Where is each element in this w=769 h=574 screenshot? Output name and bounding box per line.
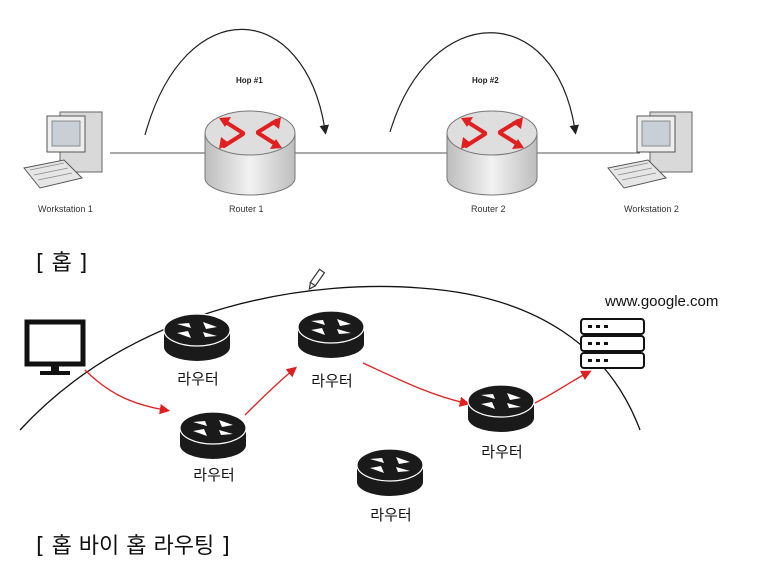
workstation-2-icon [607,111,693,189]
router-2-icon [446,110,538,196]
router-1-label: Router 1 [229,204,264,214]
hop-2-label: Hop #2 [472,76,499,85]
router-label: 라우터 [311,372,352,390]
hop-1-arrow [144,28,330,136]
router-label: 라우터 [370,506,411,524]
caption-hop: [ 홉 ] [36,251,87,276]
pencil-icon [308,268,326,291]
workstation-2-label: Workstation 2 [624,204,679,214]
server-label: www.google.com [604,293,718,310]
router-1-icon [204,110,296,196]
router-icon [467,384,535,432]
router-icon [356,448,424,496]
monitor-icon [24,319,86,375]
router-icon [163,313,231,361]
workstation-1-label: Workstation 1 [38,204,93,214]
workstation-1-icon [23,111,103,189]
router-label: 라우터 [193,466,234,484]
router-icon [297,310,365,358]
server-icon [580,318,645,369]
router-label: 라우터 [177,370,218,388]
hop-2-arrow [389,32,580,135]
hop-1-label: Hop #1 [236,76,263,85]
router-2-label: Router 2 [471,204,506,214]
router-label: 라우터 [481,443,522,461]
caption-hop-by-hop: [ 홉 바이 홉 라우팅 ] [36,534,230,559]
internet-boundary-arc [19,285,641,431]
routing-path [84,362,592,416]
router-icon [179,411,247,459]
